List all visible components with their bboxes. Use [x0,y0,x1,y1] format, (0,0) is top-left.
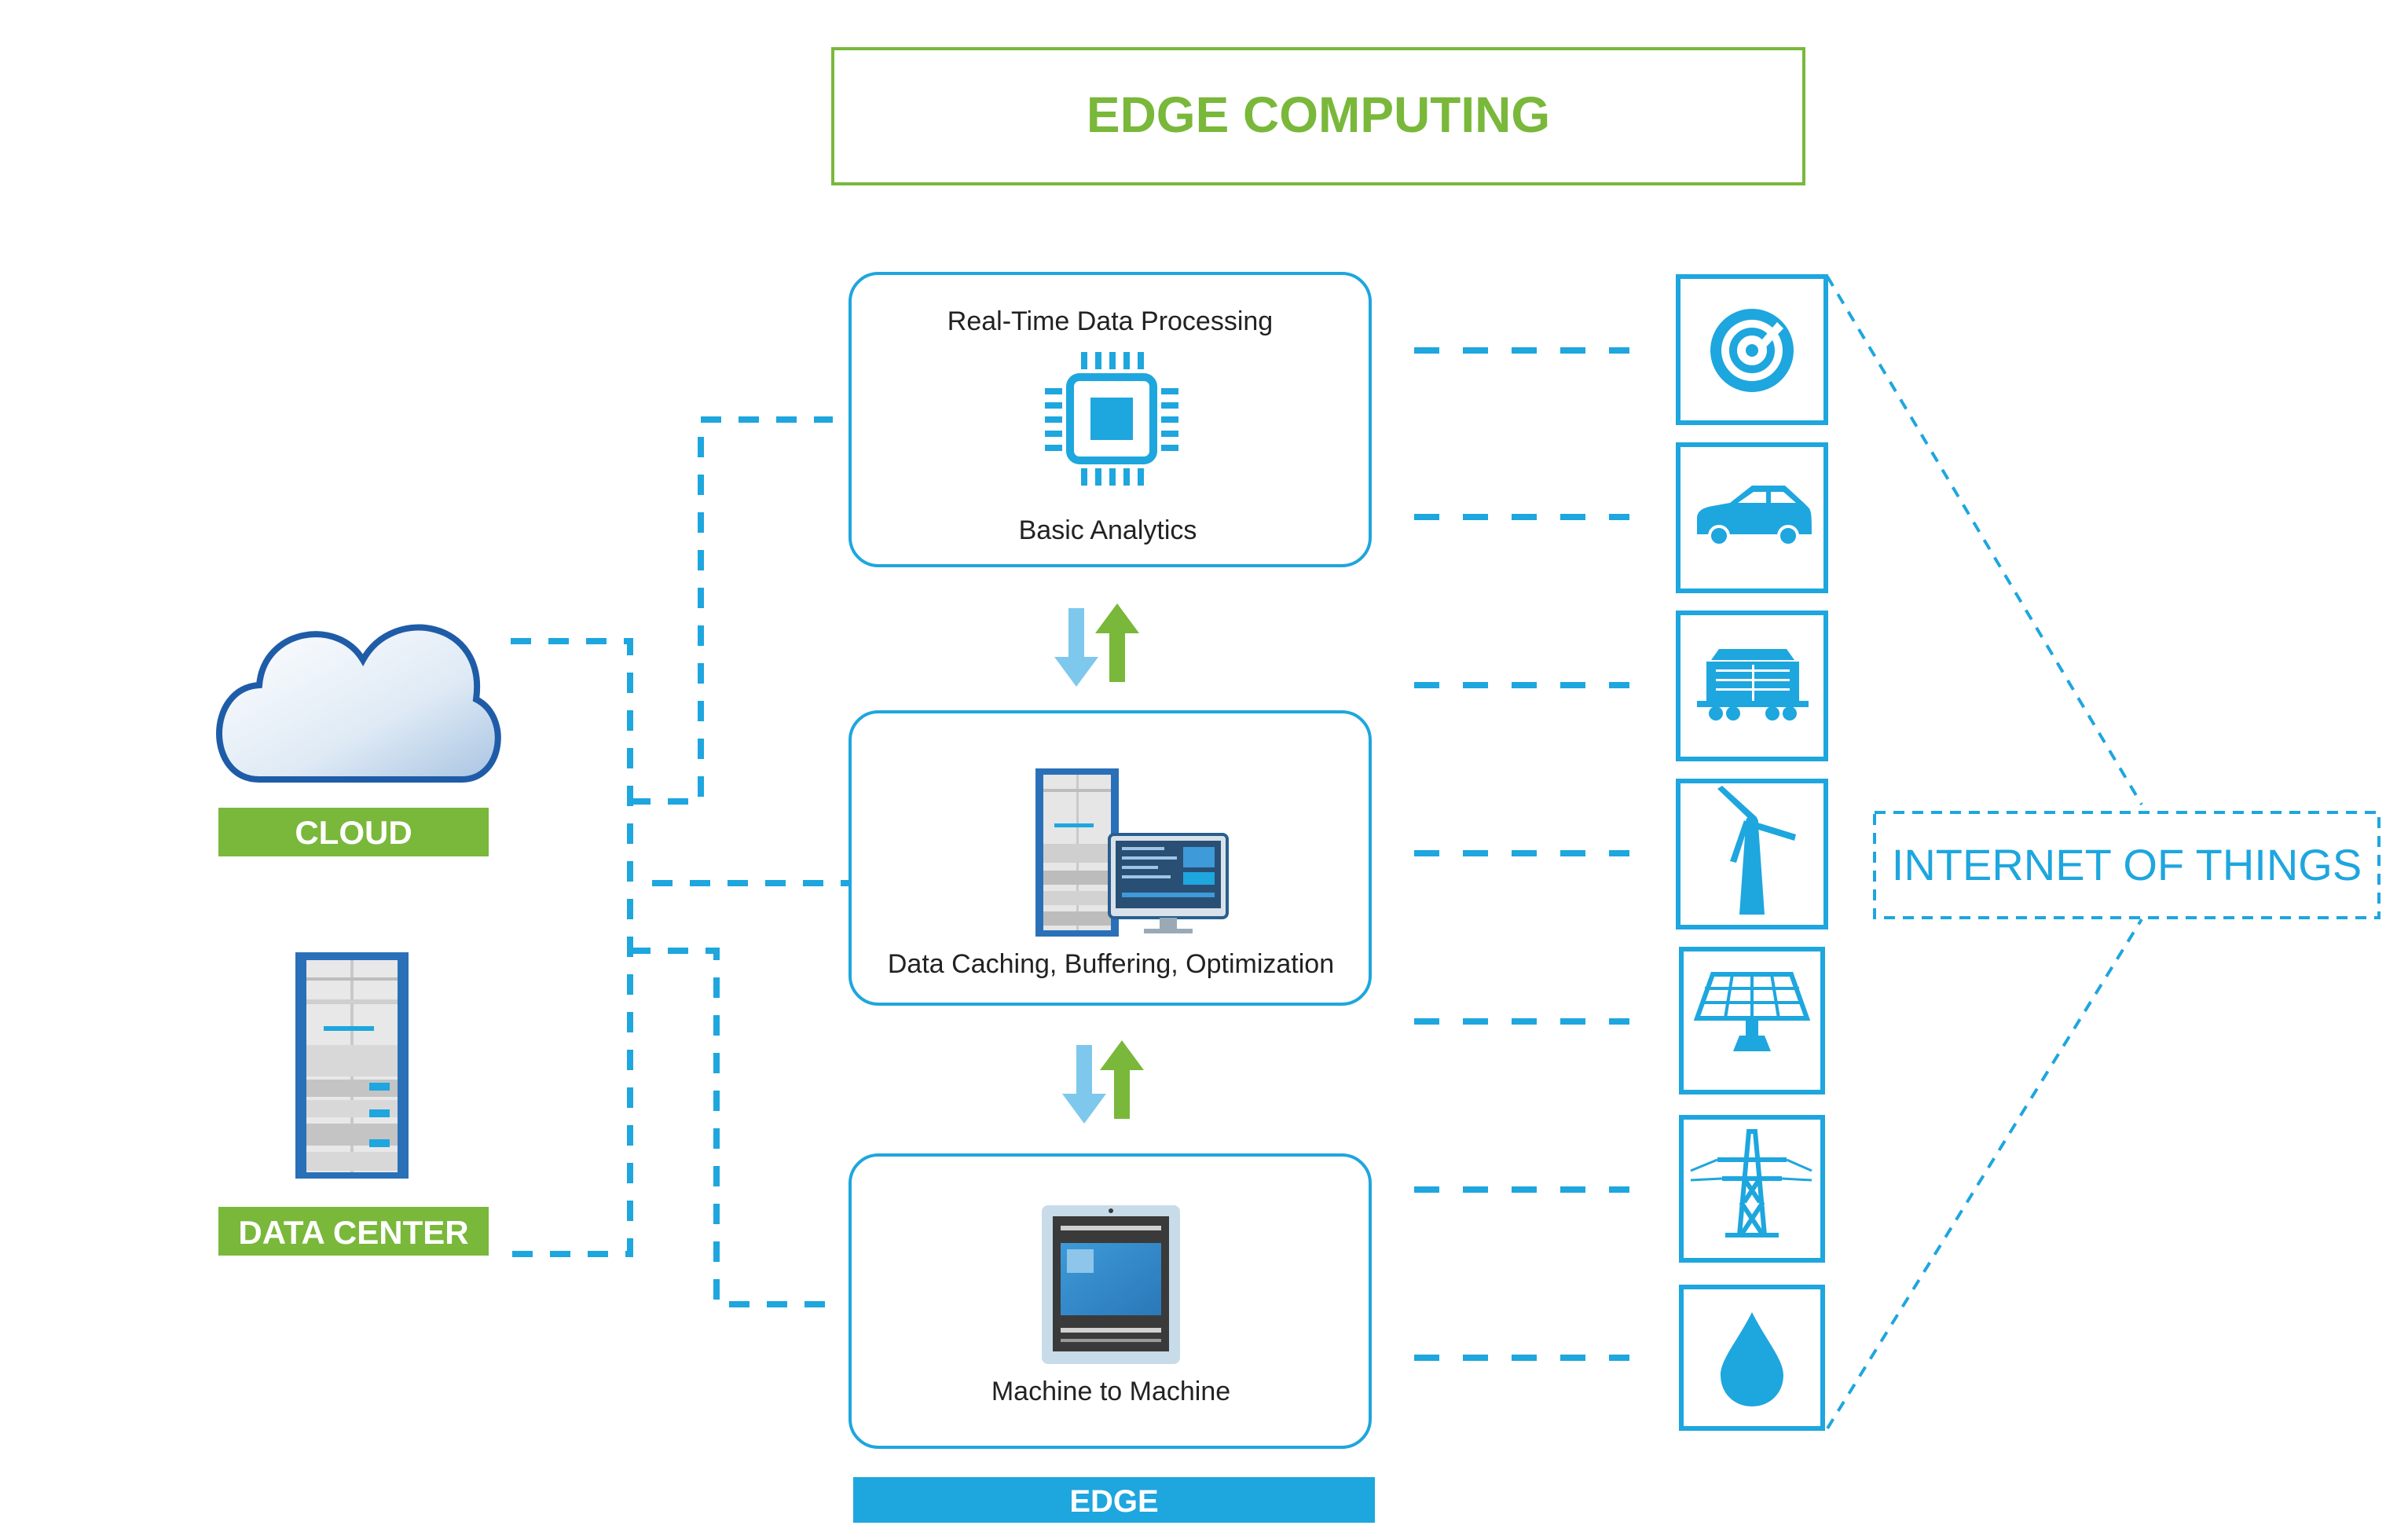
box3-label: Machine to Machine [991,1377,1230,1406]
server-rack-icon [295,952,409,1179]
title-block: EDGE COMPUTING [831,47,1805,185]
page-title: EDGE COMPUTING [1087,86,1550,143]
device-car [1676,442,1828,593]
data-center-label: DATA CENTER [238,1214,468,1251]
iot-label: INTERNET OF THINGS [1892,840,2362,889]
iot-bracket [1826,275,2143,1430]
title-frame [831,47,1805,185]
device-connectors [1414,347,1629,1361]
server-workstation-icon [1035,768,1229,937]
iot-label-frame [1873,811,2381,919]
cloud-icon [216,624,501,783]
cloud-label-bg [218,808,489,856]
edge-label-bg [853,1477,1375,1523]
cloud-datacenter-bus [511,638,633,1257]
tablet-icon [1042,1205,1180,1364]
gauge-icon [1710,309,1794,392]
edge-box-realtime: Real-Time Data Processing Basic Analytic… [848,272,1372,567]
sync-arrows-1 [1054,603,1139,687]
water-drop-icon [1721,1312,1783,1406]
iot-label-block: INTERNET OF THINGS [1873,811,2381,919]
sync-arrows-2 [1062,1040,1144,1124]
left-connectors [511,416,848,1307]
solar-panel-icon [1693,972,1811,1051]
cloud-node: CLOUD [216,624,501,856]
cpu-chip-icon [1045,352,1178,486]
link-to-box1 [630,416,833,805]
wind-turbine-icon [1717,786,1796,915]
edge-box-m2m: Machine to Machine [848,1153,1372,1449]
box2-label: Data Caching, Buffering, Optimization [888,949,1334,979]
device-gauge [1676,274,1828,425]
arrow-up-icon [1095,603,1139,682]
arrow-down-icon [1054,608,1098,687]
cloud-label: CLOUD [295,814,412,851]
arrow-up-icon [1100,1040,1144,1119]
device-wind-turbine [1676,779,1828,930]
data-center-node: DATA CENTER [218,952,489,1256]
device-solar-panel [1679,947,1825,1094]
power-tower-icon [1690,1129,1812,1238]
box1-top-label: Real-Time Data Processing [947,306,1273,336]
car-icon [1697,486,1812,547]
edge-label: EDGE [1069,1484,1158,1519]
iot-devices [1676,274,1828,1431]
rail-wagon-icon [1697,649,1809,720]
edge-box-caching: Data Caching, Buffering, Optimization [848,710,1372,1006]
link-to-box3 [630,948,833,1307]
arrow-down-icon [1062,1045,1106,1124]
data-center-label-bg [218,1207,489,1256]
device-power-tower [1679,1115,1825,1263]
device-water-drop [1679,1285,1825,1431]
box1-bottom-label: Basic Analytics [1019,515,1197,545]
device-rail-wagon [1676,610,1828,761]
